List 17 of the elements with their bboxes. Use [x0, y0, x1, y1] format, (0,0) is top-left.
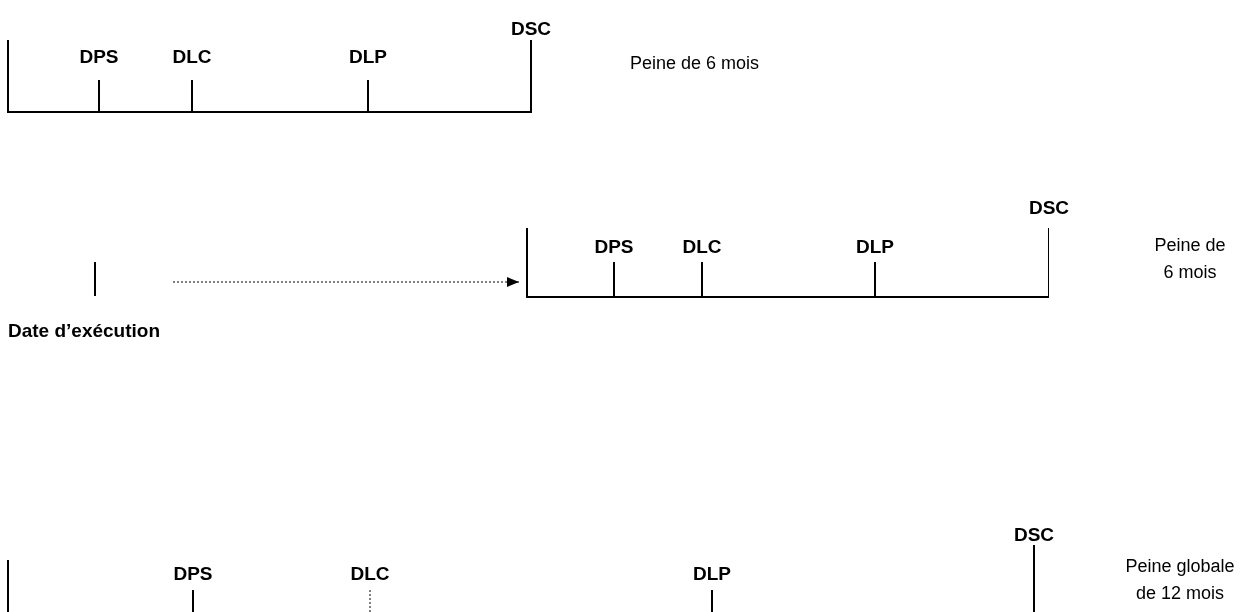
tick-label: DLP — [349, 46, 387, 68]
tick-label: DLC — [350, 563, 390, 585]
tick-label: DLC — [682, 236, 722, 258]
duration-label: Peine de 6 mois — [630, 52, 760, 74]
tick-label: DPS — [79, 46, 119, 68]
tick-label: DLP — [856, 236, 894, 258]
tick-label: DSC — [1028, 197, 1070, 219]
tick-label: DPS — [594, 236, 634, 258]
tick-label: DLC — [172, 46, 212, 68]
arrow — [172, 277, 520, 287]
tick-label: DLP — [693, 563, 731, 585]
tick-label: DSC — [1013, 524, 1055, 546]
tick-label: DPS — [173, 563, 213, 585]
duration-label: Peine globale de 12 mois — [1124, 555, 1236, 605]
duration-label: Peine de 6 mois — [1153, 234, 1227, 284]
tick-label: DSC — [510, 18, 552, 40]
date-marker: Date d’exécution — [8, 258, 173, 342]
